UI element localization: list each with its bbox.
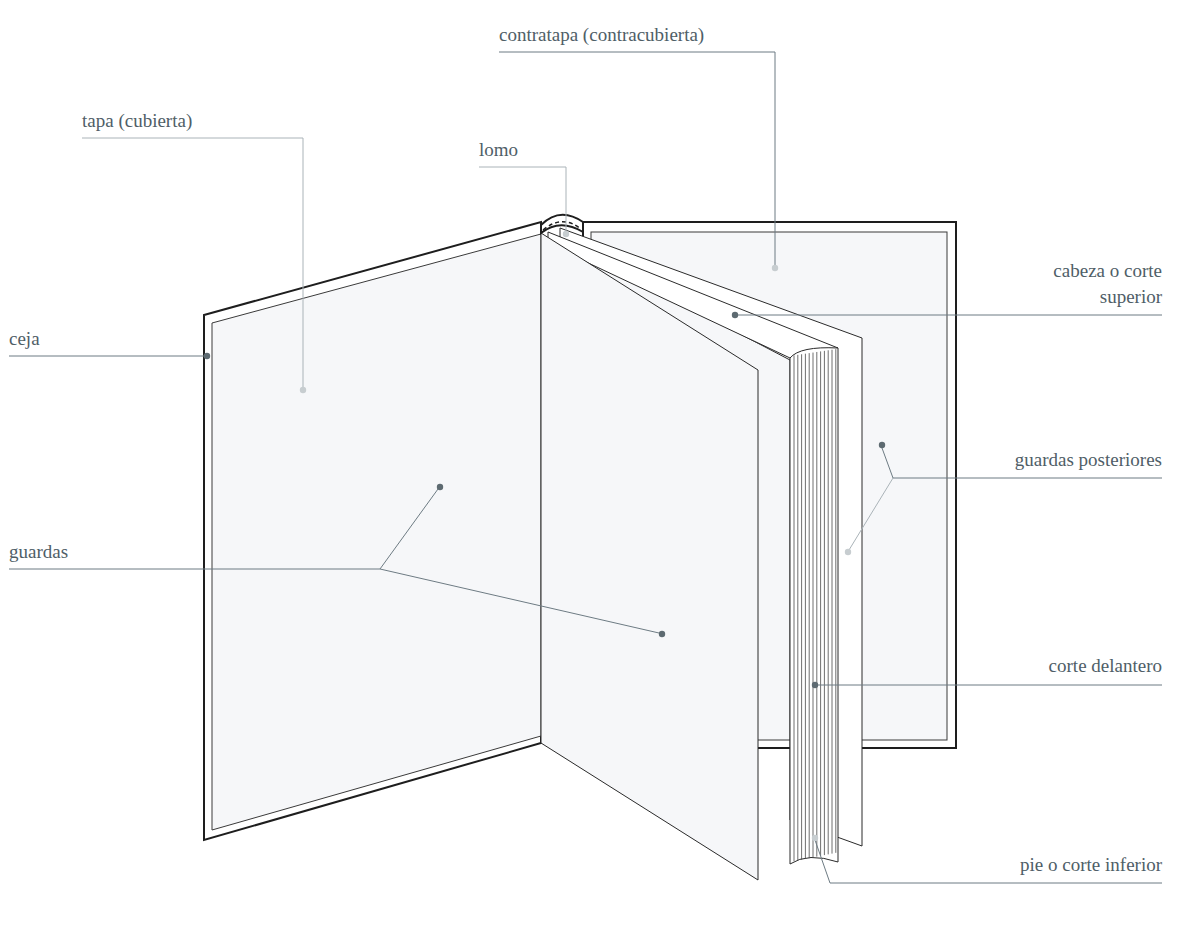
front-endpaper <box>541 233 758 880</box>
front-cover <box>204 222 541 840</box>
part-label: cabeza o corte superior <box>1012 258 1162 310</box>
part-label: guardas <box>9 539 68 565</box>
page-stroke <box>824 351 825 855</box>
page-stroke <box>820 351 821 855</box>
part-label: pie o corte inferior <box>1020 852 1162 878</box>
page-stroke <box>832 350 833 854</box>
page-stroke <box>835 349 836 853</box>
part-label: corte delantero <box>1049 653 1162 679</box>
leader-lines <box>9 52 1162 883</box>
part-label: contratapa (contracubierta) <box>499 22 704 48</box>
page-stroke <box>828 350 829 854</box>
part-label: ceja <box>9 326 40 352</box>
part-label: tapa (cubierta) <box>82 108 192 134</box>
page-stroke <box>813 353 814 858</box>
part-label: lomo <box>479 137 518 163</box>
page-stroke <box>809 353 810 858</box>
page-stroke <box>801 354 802 859</box>
leader-dots <box>204 231 885 841</box>
page-stroke <box>805 354 806 859</box>
page-stroke <box>794 355 795 861</box>
part-label: guardas posteriores <box>1015 447 1162 473</box>
page-stroke <box>797 355 798 861</box>
spine <box>541 215 583 233</box>
page-stroke <box>816 352 817 857</box>
